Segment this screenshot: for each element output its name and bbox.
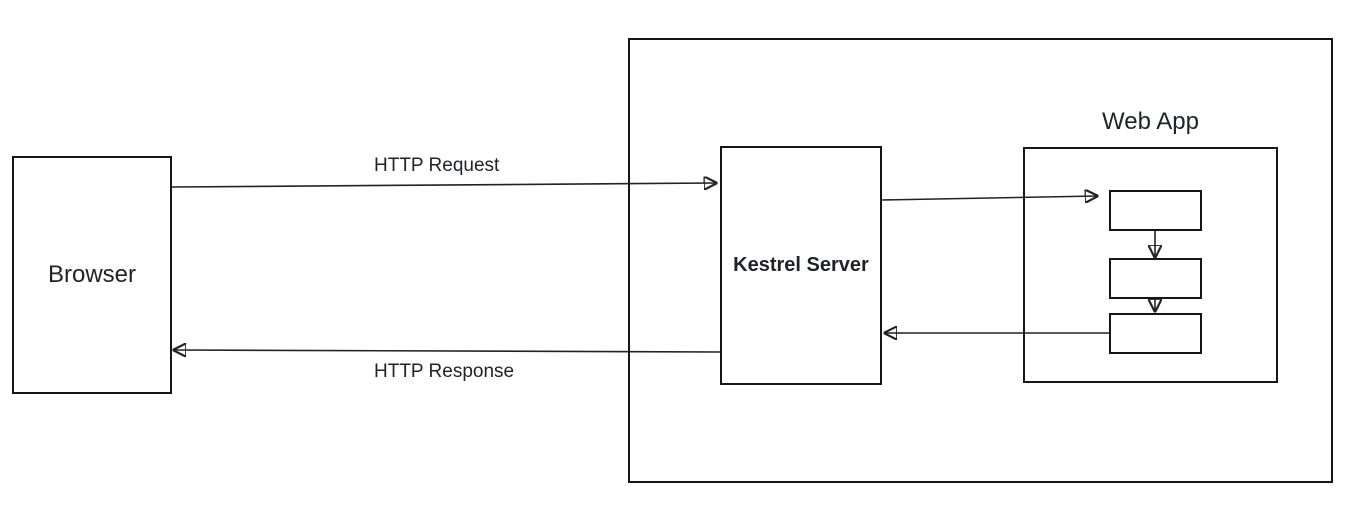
web-app-title: Web App: [1102, 108, 1199, 135]
server-boundary-box: [628, 38, 1333, 483]
middleware-box-3: [1109, 313, 1202, 354]
middleware-box-1: [1109, 190, 1202, 231]
browser-node: Browser: [12, 156, 172, 394]
http-request-label: HTTP Request: [374, 155, 500, 176]
web-app-node: [1023, 147, 1278, 383]
browser-label: Browser: [47, 261, 137, 288]
middleware-box-2: [1109, 258, 1202, 299]
kestrel-server-label: Kestrel Server: [733, 254, 869, 276]
kestrel-server-node: Kestrel Server: [720, 146, 882, 385]
http-response-label: HTTP Response: [374, 361, 515, 382]
